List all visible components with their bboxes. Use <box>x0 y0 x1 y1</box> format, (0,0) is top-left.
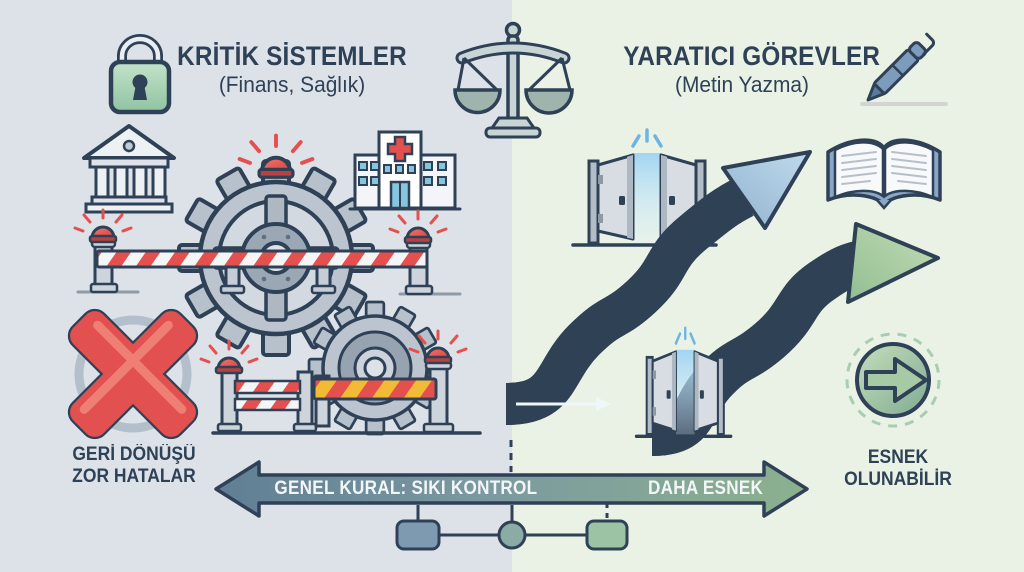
left-panel-subtitle: (Finans, Sağlık) <box>218 72 366 97</box>
lock-icon <box>108 34 172 115</box>
small-barrier-icon <box>199 329 482 435</box>
pen-icon <box>860 32 948 106</box>
right-panel-caption: ESNEK OLUNABİLİR <box>828 447 968 491</box>
circular-arrow-icon <box>845 332 941 428</box>
right-caption-line1: ESNEK <box>867 447 929 468</box>
left-panel-caption: GERİ DÖNÜŞÜ ZOR HATALAR <box>64 444 204 488</box>
right-panel-title: YARATICI GÖREVLER <box>623 41 881 71</box>
mini-flowchart <box>395 503 629 551</box>
wavy-blue-arrow-icon <box>506 150 812 411</box>
balance-scale-icon <box>453 21 574 139</box>
right-caption-line2: OLUNABİLİR <box>844 469 952 490</box>
hospital-icon <box>348 130 462 211</box>
red-x-icon <box>67 308 199 440</box>
axis-left-label: GENEL KURAL: SIKI KONTROL <box>274 478 538 499</box>
control-spectrum-arrow <box>214 460 809 518</box>
bank-icon <box>82 124 176 214</box>
left-panel-title: KRİTİK SİSTEMLER <box>177 41 407 71</box>
striped-barrier-icon <box>73 208 462 296</box>
axis-right-label: DAHA ESNEK <box>648 478 764 499</box>
open-book-icon <box>826 138 942 210</box>
right-panel-subtitle: (Metin Yazma) <box>675 72 809 97</box>
left-caption-line1: GERİ DÖNÜŞÜ <box>72 444 196 465</box>
left-caption-line2: ZOR HATALAR <box>72 466 196 487</box>
